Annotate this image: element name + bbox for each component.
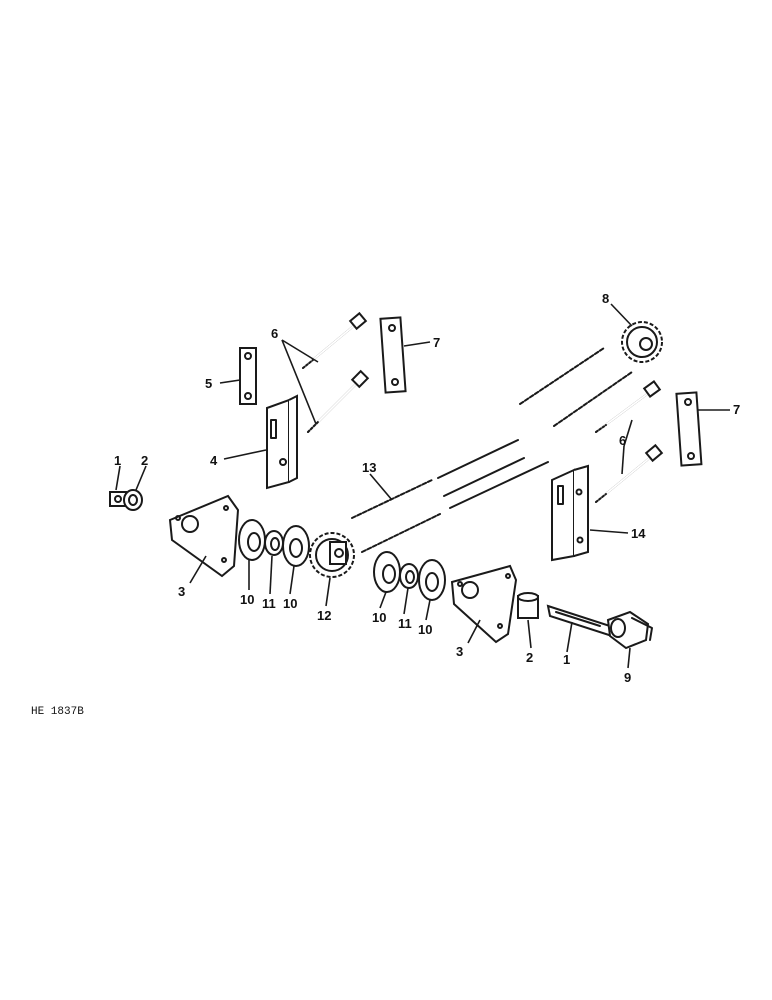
callout-label: 2 — [526, 650, 533, 665]
flangette-2 — [282, 525, 310, 567]
callout-label: 7 — [433, 335, 440, 350]
callout-label: 5 — [205, 376, 212, 391]
mounting-strap — [239, 347, 257, 405]
bushing-left — [123, 489, 143, 511]
flangette-4 — [418, 559, 446, 601]
bushing-right — [517, 592, 539, 619]
callout-label: 10 — [372, 610, 386, 625]
callout-label: 1 — [114, 453, 121, 468]
callout-label: 3 — [178, 584, 185, 599]
sprocket-lower — [309, 532, 355, 578]
leader-lines — [115, 303, 730, 669]
callout-label: 12 — [317, 608, 331, 623]
callout-label: 14 — [631, 526, 646, 541]
figure-id: HE 1837B — [31, 706, 84, 718]
shaft-collar-left — [109, 491, 127, 507]
callout-label: 10 — [240, 592, 254, 607]
bolt-lower-right — [595, 443, 664, 503]
bearing-plate-left — [168, 494, 240, 578]
callout-label: 9 — [624, 670, 631, 685]
flangette-1 — [238, 519, 266, 561]
chain-guide-bar-right — [675, 391, 703, 467]
callout-label: 6 — [271, 326, 278, 341]
callout-label: 13 — [362, 460, 376, 475]
drive-shaft — [546, 604, 614, 638]
bolt-upper-left — [302, 311, 368, 369]
callout-label: 11 — [398, 616, 412, 631]
bolt-lower-left — [307, 369, 370, 433]
bearing-1 — [264, 530, 284, 556]
callout-label: 2 — [141, 453, 148, 468]
callout-label: 7 — [733, 402, 740, 417]
callout-label: 1 — [563, 652, 570, 667]
callout-label: 10 — [283, 596, 297, 611]
callout-label: 11 — [262, 596, 276, 611]
angle-bracket-right — [551, 464, 589, 562]
callout-label: 4 — [210, 453, 218, 468]
bolt-upper-right — [595, 380, 662, 433]
yoke — [606, 610, 653, 650]
sprocket-upper — [621, 321, 663, 363]
angle-bracket-left — [266, 394, 298, 490]
flangette-3 — [373, 551, 401, 593]
chain-guide-bar-upper — [379, 316, 407, 394]
bearing-2 — [399, 563, 419, 589]
callout-label: 6 — [619, 433, 626, 448]
callout-label: 10 — [418, 622, 432, 637]
drive-chain — [351, 347, 633, 553]
bearing-plate-right — [450, 564, 518, 644]
callout-label: 8 — [602, 291, 609, 306]
callout-label: 3 — [456, 644, 463, 659]
